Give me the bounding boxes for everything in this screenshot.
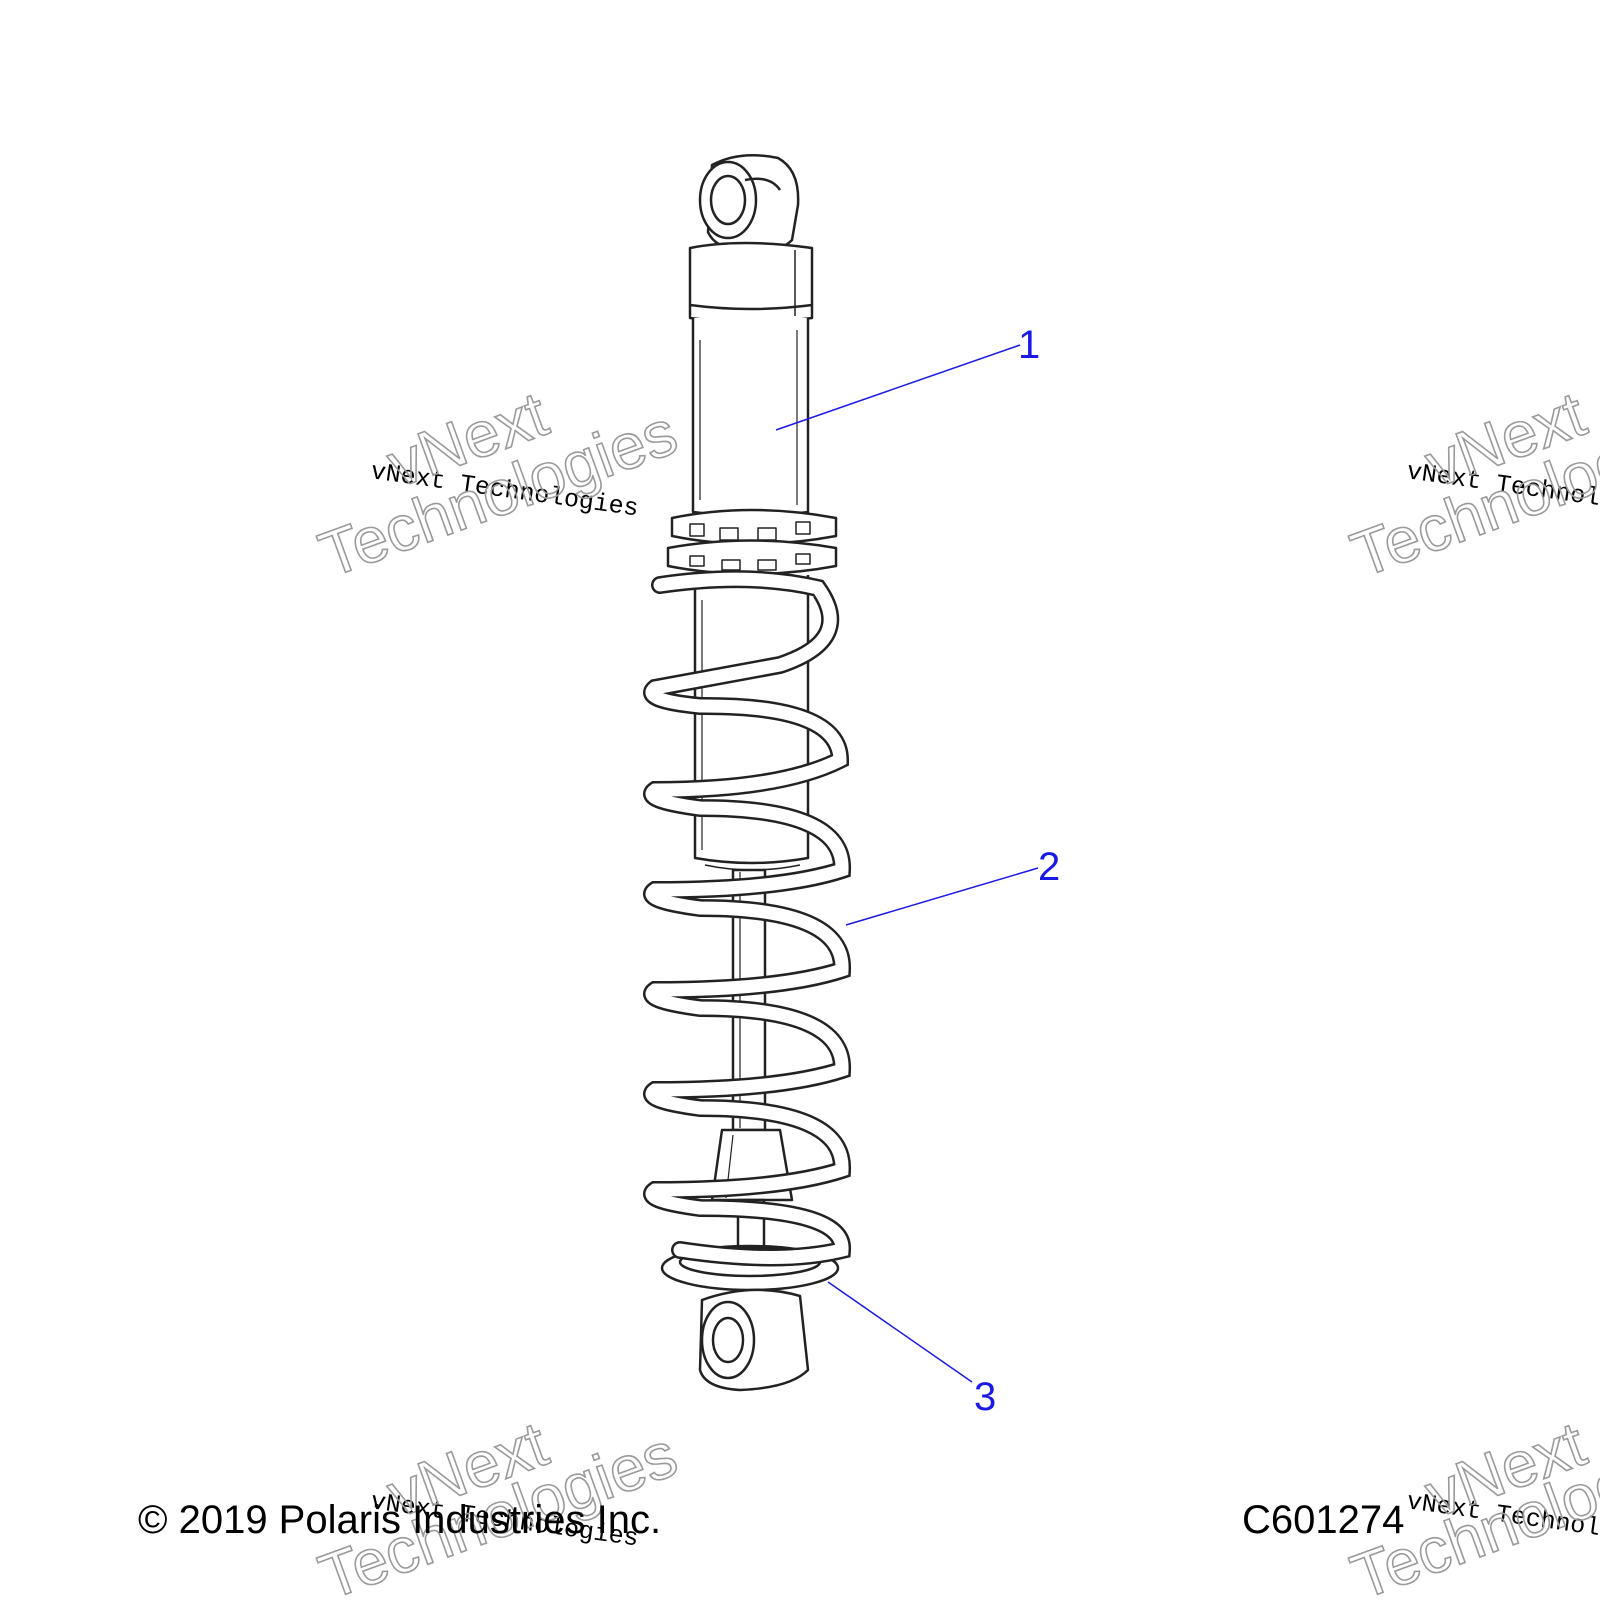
callout-1-leader xyxy=(775,344,1021,431)
callout-1-label: 1 xyxy=(1018,323,1040,367)
callout-3-leader xyxy=(827,1281,973,1383)
watermark-top-right: vNext Technologies vNext Technologies xyxy=(1341,377,1600,592)
drawing-id: C601274 xyxy=(1242,1498,1405,1542)
callout-3-label: 3 xyxy=(974,1375,996,1419)
callout-2-label: 2 xyxy=(1038,845,1060,889)
copyright-text: © 2019 Polaris Industries Inc. xyxy=(138,1498,662,1542)
watermark-top-left: vNext Technologies vNext Technologies xyxy=(309,377,686,592)
callout-leaders xyxy=(775,344,1039,1383)
callout-2-leader xyxy=(845,867,1039,926)
